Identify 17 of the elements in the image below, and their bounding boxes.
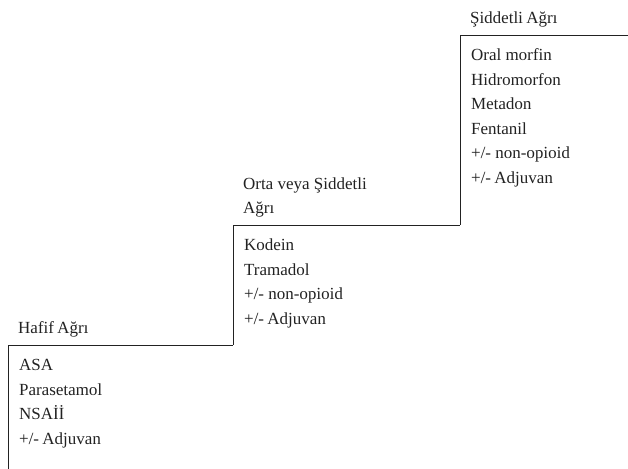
drug-name: +/- Adjuvan: [19, 428, 102, 450]
drug-name: Tramadol: [244, 258, 310, 280]
step-heading: Orta veya Şiddetli Ağrı: [242, 173, 368, 219]
drug-name: +/- non-opioid: [244, 283, 344, 305]
drug-name: +/- Adjuvan: [244, 308, 327, 330]
drug-name: Fentanil: [471, 118, 528, 140]
drug-name: Metadon: [471, 93, 532, 115]
step-heading: Hafif Ağrı: [17, 317, 90, 339]
drug-name: NSAİİ: [19, 403, 66, 425]
step-heading: Şiddetli Ağrı: [469, 7, 558, 29]
drug-name: Oral morfin: [471, 44, 553, 66]
drug-name: +/- Adjuvan: [471, 166, 554, 189]
drug-name: Kodein: [244, 234, 296, 256]
drug-name: Hidromorfon: [471, 68, 562, 90]
drug-name: Parasetamol: [19, 378, 104, 400]
drug-name: +/- non-opioid: [471, 142, 571, 164]
drug-name: ASA: [19, 354, 54, 376]
